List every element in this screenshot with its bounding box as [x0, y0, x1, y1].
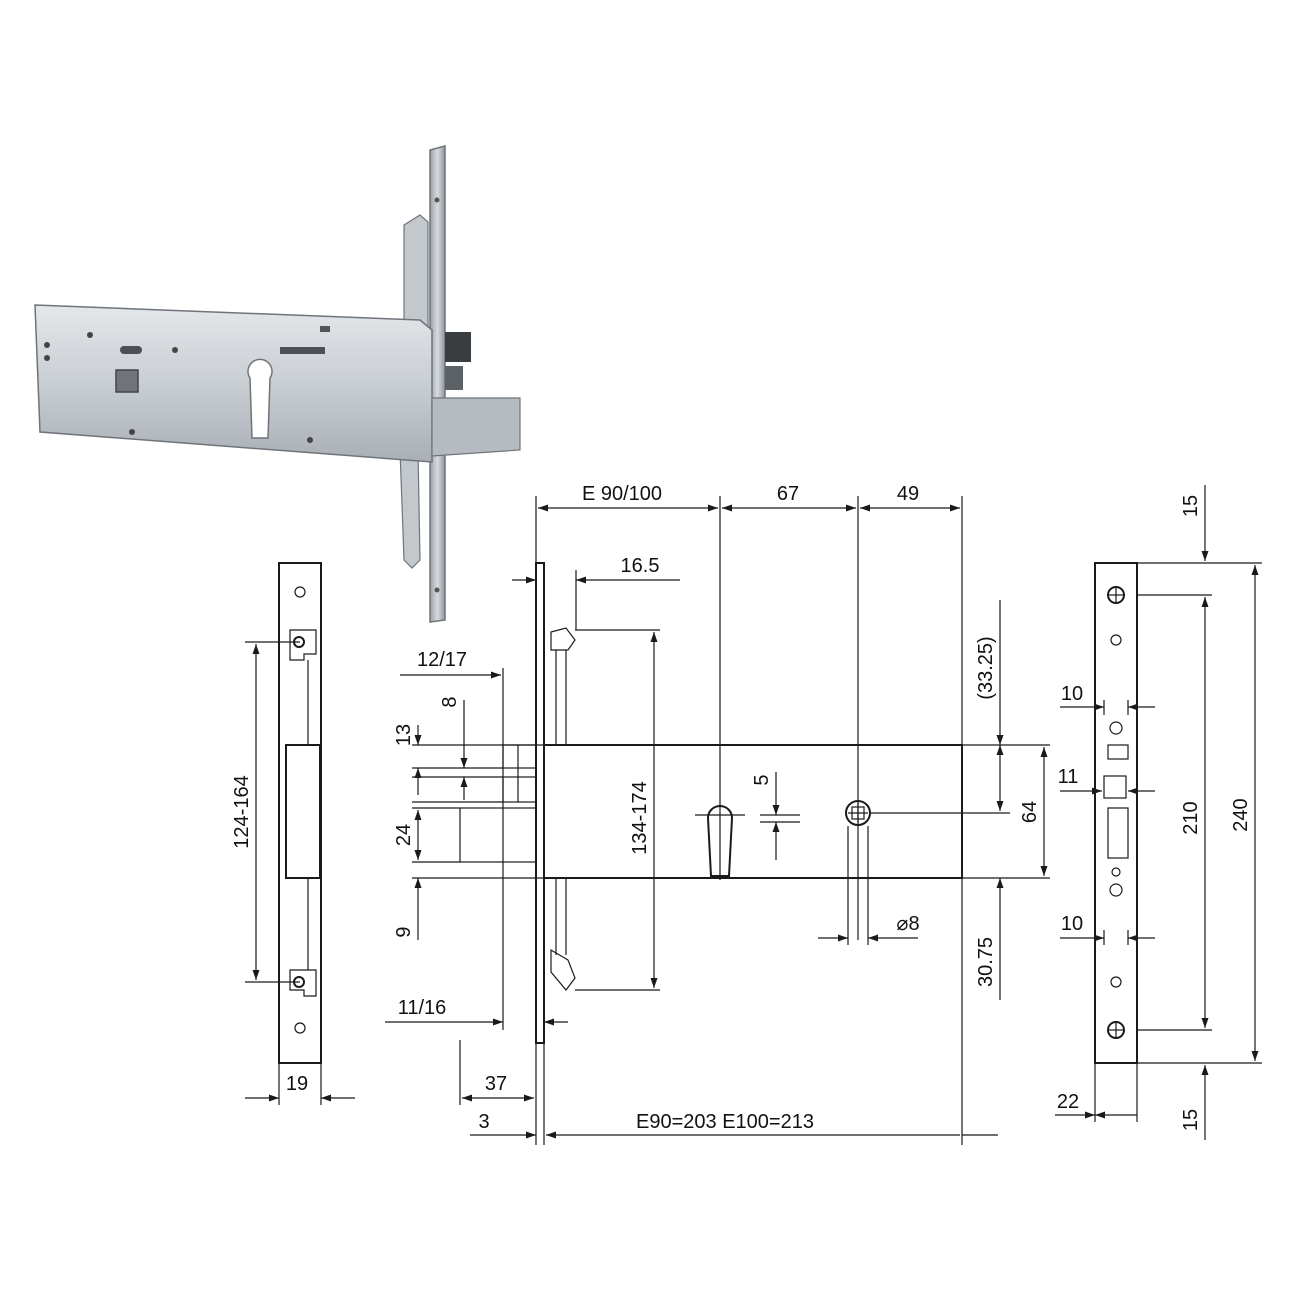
dim-33-25: (33.25) [975, 636, 997, 699]
dim-11-16: 11/16 [398, 997, 447, 1019]
faceplate-drawing [1094, 562, 1138, 1064]
dim-e90-100: E 90/100 [582, 483, 662, 505]
dim-30-75: 30.75 [975, 937, 997, 987]
lock-body-drawing [459, 562, 963, 1044]
dim-64: 64 [1019, 801, 1041, 823]
dim-240: 240 [1230, 798, 1252, 831]
lock-product-illustration [34, 145, 521, 623]
dim-diameter-8: ⌀8 [896, 913, 919, 935]
dim-12-17: 12/17 [417, 649, 467, 671]
dim-22: 22 [1057, 1091, 1079, 1113]
dim-24: 24 [393, 824, 415, 846]
dim-49: 49 [897, 483, 919, 505]
dim-8: 8 [439, 696, 461, 707]
dim-67: 67 [777, 483, 799, 505]
dim-15-top: 15 [1180, 495, 1202, 517]
dim-10-top: 10 [1061, 683, 1083, 705]
dim-11: 11 [1058, 766, 1079, 788]
dim-15-bottom: 15 [1180, 1109, 1202, 1131]
dim-16-5: 16.5 [621, 555, 660, 577]
dim-134-174: 134-174 [629, 781, 651, 854]
dim-e90-e100: E90=203 E100=213 [636, 1111, 814, 1133]
dim-5: 5 [751, 774, 773, 785]
strike-plate-drawing [278, 562, 322, 1064]
dim-10-bottom: 10 [1061, 913, 1083, 935]
dim-37: 37 [485, 1073, 507, 1095]
dim-3: 3 [478, 1111, 489, 1133]
dim-13: 13 [393, 724, 415, 746]
dim-19: 19 [286, 1073, 308, 1095]
dim-124-164: 124-164 [231, 775, 253, 848]
dim-9: 9 [393, 926, 415, 937]
dim-210: 210 [1180, 801, 1202, 834]
